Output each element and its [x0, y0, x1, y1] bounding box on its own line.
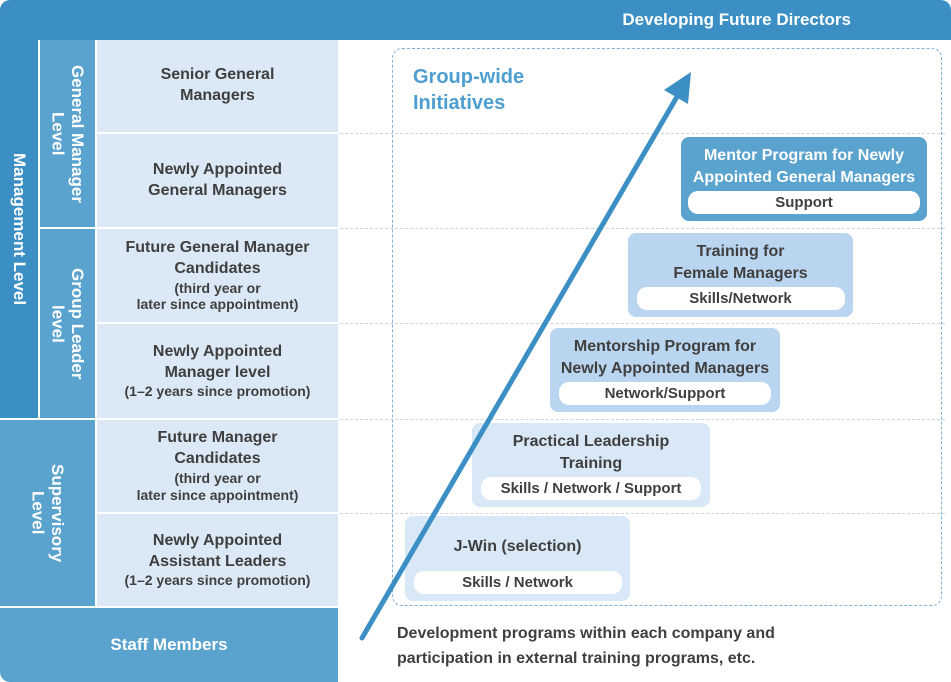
banner-title: Developing Future Directors	[622, 10, 851, 29]
bottom-note: Development programs within each company…	[397, 625, 775, 667]
row-divider	[340, 133, 945, 134]
level-row-senior-gm: Senior General Managers	[97, 40, 338, 132]
staff-members-bar: Staff Members	[0, 608, 338, 682]
level-title: Newly Appointed Assistant Leaders	[148, 531, 287, 570]
supervisory-level-column: Supervisory Level	[0, 420, 95, 606]
program-title: Practical Leadership Training	[512, 433, 670, 472]
level-row-new-gm: Newly Appointed General Managers	[97, 134, 338, 227]
program-tag: Skills/Network	[636, 287, 845, 310]
growth-arrow-shaft	[359, 92, 681, 641]
program-card-mentorship-new-managers: Mentorship Program for Newly Appointed M…	[550, 328, 780, 412]
group-wide-initiatives-title: Group-wide Initiatives	[413, 66, 525, 114]
level-subtitle: (third year or later since appointment)	[136, 279, 299, 313]
group-wide-initiatives-box	[392, 48, 942, 606]
general-manager-level-column: General Manager Level	[40, 40, 95, 227]
program-card-mentor-new-gm: Mentor Program for Newly Appointed Gener…	[681, 137, 927, 221]
management-level-column: Management Level	[0, 40, 38, 418]
level-title: Newly Appointed General Managers	[148, 160, 287, 199]
management-level-label: Management Level	[9, 152, 29, 306]
growth-arrow-head	[664, 72, 691, 104]
group-leader-level-column: Group Leader level	[40, 229, 95, 418]
program-title: J-Win (selection)	[453, 538, 582, 555]
level-row-new-assistant-leader: Newly Appointed Assistant Leaders (1–2 y…	[97, 514, 338, 606]
row-divider	[340, 323, 945, 324]
program-card-jwin: J-Win (selection) Skills / Network	[405, 516, 630, 601]
program-card-practical-leadership: Practical Leadership Training Skills / N…	[472, 423, 710, 507]
row-divider	[340, 513, 945, 514]
level-title: Future General Manager Candidates	[125, 238, 310, 277]
level-subtitle: (1–2 years since promotion)	[124, 572, 311, 589]
program-card-female-managers: Training for Female Managers Skills/Netw…	[628, 233, 853, 317]
program-tag: Skills / Network	[413, 571, 622, 594]
program-title: Training for Female Managers	[673, 243, 808, 282]
top-banner: Developing Future Directors	[0, 0, 951, 40]
program-title: Mentor Program for Newly Appointed Gener…	[692, 147, 916, 186]
level-row-future-manager: Future Manager Candidates (third year or…	[97, 420, 338, 512]
program-tag: Support	[688, 191, 920, 214]
level-title: Future Manager Candidates	[157, 429, 278, 468]
row-divider	[340, 419, 945, 420]
level-row-new-manager: Newly Appointed Manager level (1–2 years…	[97, 324, 338, 418]
level-title: Newly Appointed Manager level	[152, 342, 283, 381]
level-subtitle: (third year or later since appointment)	[136, 470, 299, 503]
group-leader-level-label: Group Leader level	[48, 267, 88, 380]
program-tag: Network/Support	[559, 382, 771, 405]
program-tag: Skills / Network / Support	[481, 477, 701, 500]
program-title: Mentorship Program for Newly Appointed M…	[560, 338, 770, 377]
supervisory-level-label: Supervisory Level	[28, 463, 68, 563]
general-manager-level-label: General Manager Level	[48, 64, 88, 203]
row-divider	[340, 228, 945, 229]
level-subtitle: (1–2 years since promotion)	[124, 383, 311, 400]
level-row-future-gm: Future General Manager Candidates (third…	[97, 229, 338, 322]
staff-members-label: Staff Members	[110, 635, 228, 654]
level-title: Senior General Managers	[160, 66, 275, 104]
